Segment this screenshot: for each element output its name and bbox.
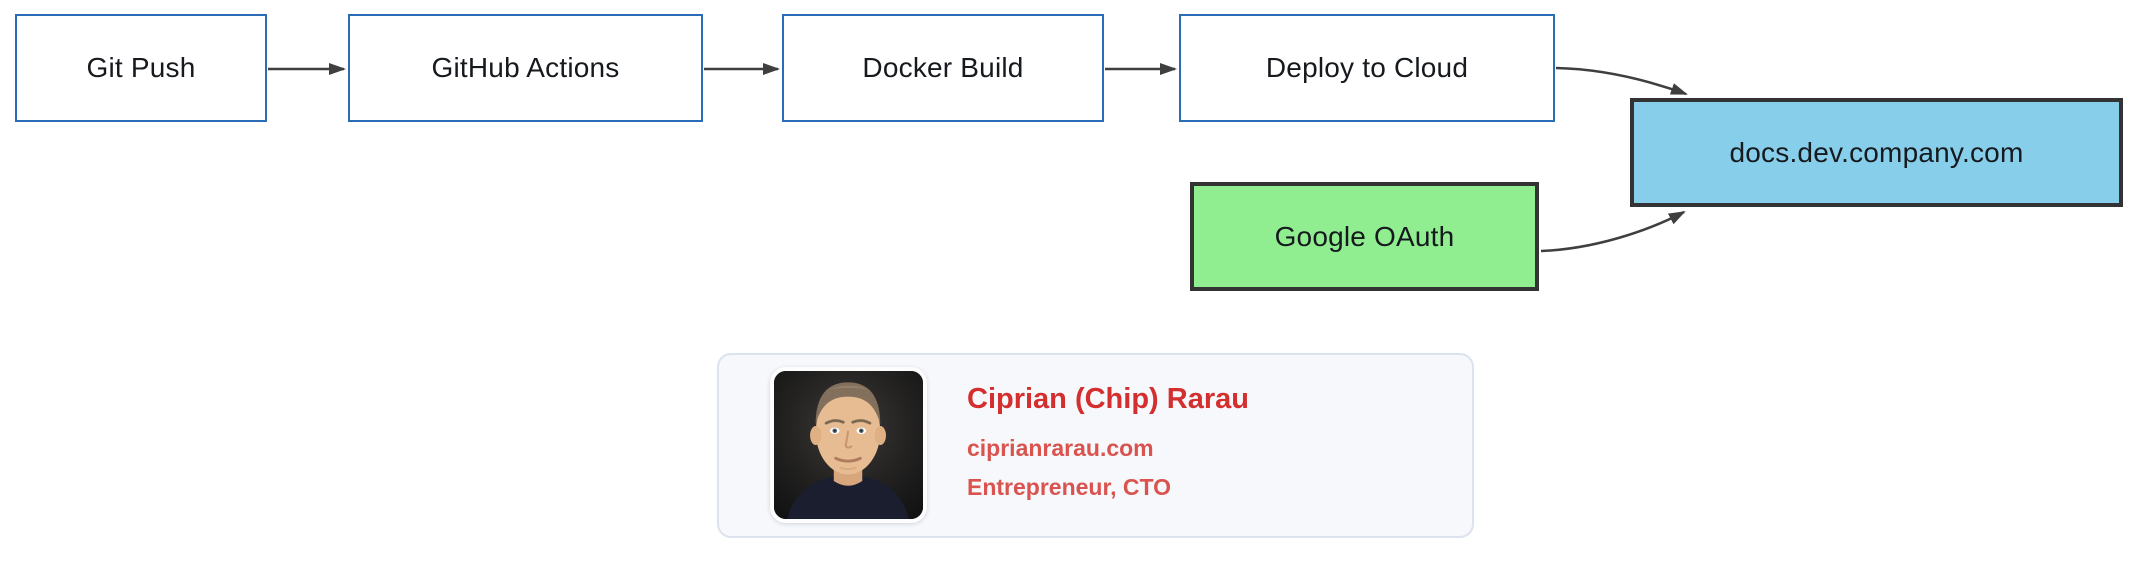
flow-node-label: GitHub Actions bbox=[431, 52, 620, 83]
flow-node-label: docs.dev.company.com bbox=[1729, 136, 2024, 168]
flow-node-google-oauth: Google OAuth bbox=[1190, 182, 1539, 291]
profile-text-block: Ciprian (Chip) Rarau ciprianrarau.com En… bbox=[967, 355, 1452, 536]
flow-node-label: Git Push bbox=[86, 52, 196, 83]
flow-node-docker-build: Docker Build bbox=[782, 14, 1104, 122]
portrait-illustration bbox=[774, 371, 923, 519]
edge-google-oauth-to-docs-site bbox=[1540, 210, 1686, 253]
flow-node-label: Google OAuth bbox=[1274, 220, 1455, 252]
profile-link-card[interactable]: Ciprian (Chip) Rarau ciprianrarau.com En… bbox=[717, 353, 1474, 538]
profile-photo bbox=[770, 367, 927, 523]
flow-node-github-actions: GitHub Actions bbox=[348, 14, 703, 122]
profile-website: ciprianrarau.com bbox=[967, 435, 1154, 461]
flow-node-label: Docker Build bbox=[862, 52, 1024, 83]
flow-node-docs-site: docs.dev.company.com bbox=[1630, 98, 2123, 207]
profile-role: Entrepreneur, CTO bbox=[967, 474, 1172, 500]
flow-node-deploy-to-cloud: Deploy to Cloud bbox=[1179, 14, 1555, 122]
flow-node-git-push: Git Push bbox=[15, 14, 267, 122]
profile-name: Ciprian (Chip) Rarau bbox=[967, 383, 1249, 415]
edge-deploy-to-cloud-to-docs-site bbox=[1555, 66, 1688, 96]
flow-node-label: Deploy to Cloud bbox=[1265, 52, 1469, 83]
